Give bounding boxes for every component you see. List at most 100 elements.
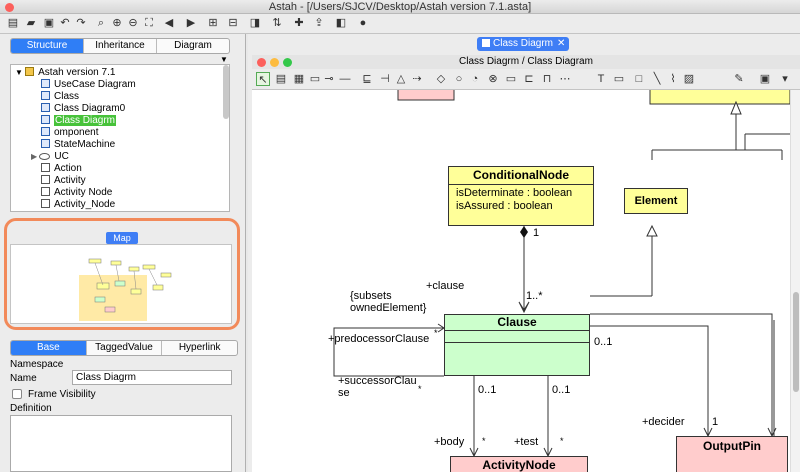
zoom-fit-icon[interactable]: ⌕ (97, 17, 105, 29)
tree-item[interactable]: Class (41, 91, 79, 103)
actor-tool-icon[interactable]: ◔ (471, 73, 479, 85)
image-tool-icon[interactable]: ▨ (683, 73, 695, 85)
tree-item[interactable]: Class Diagram0 (41, 103, 125, 115)
map-title[interactable]: Map (106, 232, 138, 244)
forward-icon[interactable]: ▶ (186, 17, 196, 29)
model-tree: ▼ Astah version 7.1 UseCase Diagram Clas… (10, 64, 230, 212)
zoom-out-icon[interactable]: ⊖ (128, 17, 138, 29)
share-icon[interactable]: ⇪ (314, 17, 324, 29)
scrollbar-thumb[interactable] (793, 292, 799, 392)
pin-icon[interactable]: ✎ (734, 73, 744, 85)
redo-icon[interactable]: ↷ (76, 17, 86, 29)
fit-window-icon[interactable]: ⛶ (145, 17, 153, 29)
map-viewport[interactable] (79, 275, 147, 321)
frame-tool-icon[interactable]: ⊏ (524, 73, 534, 85)
tab-base[interactable]: Base (11, 341, 87, 355)
constraint-label: {subsets (350, 290, 392, 302)
tree-menu-arrow-icon[interactable]: ▼ (220, 55, 228, 64)
tree-item[interactable]: UseCase Diagram (41, 79, 136, 91)
close-icon[interactable] (257, 58, 266, 67)
zoom-in-icon[interactable]: ⊕ (112, 17, 122, 29)
interface-tool-icon[interactable]: ▦ (293, 73, 305, 85)
tab-hyperlink[interactable]: Hyperlink (178, 342, 221, 353)
text-tool-icon[interactable]: T (597, 73, 605, 85)
aggregation-tool-icon[interactable]: ⊑ (362, 73, 372, 85)
multiplicity-label: * (560, 436, 564, 446)
class-icon (41, 199, 50, 208)
rect-tool-icon[interactable]: □ (635, 73, 643, 85)
save-icon[interactable]: ▣ (43, 17, 55, 29)
tab-diagram[interactable]: Diagram (174, 40, 212, 51)
group-tool-icon[interactable]: ⊓ (542, 73, 552, 85)
close-tab-icon[interactable]: ✕ (557, 38, 566, 49)
back-icon[interactable]: ◀ (164, 17, 174, 29)
diagram-icon (41, 91, 50, 100)
tab-inheritance[interactable]: Inheritance (84, 39, 157, 53)
tree-item[interactable]: Action (41, 163, 82, 175)
maximize-icon[interactable] (283, 58, 292, 67)
palette-icon[interactable]: ◨ (249, 17, 261, 29)
tree-item[interactable]: Activity_Node (41, 199, 115, 211)
diagram-canvas[interactable]: ConditionalNode isDeterminate : boolean … (252, 90, 790, 472)
grid-toggle-icon[interactable]: ▣ (759, 73, 771, 85)
tree-item[interactable]: Activity (41, 175, 86, 187)
polyline-tool-icon[interactable]: ⌇ (670, 73, 676, 85)
plugin-icon[interactable]: ◧ (335, 17, 347, 29)
tab-structure[interactable]: Structure (11, 39, 84, 53)
package-tool-icon[interactable]: ▭ (309, 73, 321, 85)
window-title: Astah - [/Users/SJCV/Desktop/Astah versi… (268, 1, 532, 13)
multiplicity-label: 1 (533, 227, 540, 239)
layout-icon[interactable]: ⊞ (208, 17, 218, 29)
association-tool-icon[interactable]: — (339, 73, 351, 85)
canvas-scrollbar[interactable] (790, 90, 800, 472)
new-file-icon[interactable]: ▤ (7, 17, 19, 29)
close-window-icon[interactable] (5, 3, 14, 12)
note-icon[interactable]: ▭ (613, 73, 625, 85)
shape-tool-icon[interactable]: ▭ (505, 73, 517, 85)
sort-icon[interactable]: ⇅ (272, 17, 282, 29)
tree-item-selected[interactable]: Class Diagrm (41, 115, 117, 127)
minimize-icon[interactable] (270, 58, 279, 67)
menu-icon[interactable]: ▾ (782, 73, 788, 85)
main-toolbar: ▤ ▰ ▣ ↶ ↷ ⌕ ⊕ ⊖ ⛶ ◀ ▶ ⊞ ⊟ ◨ ⇅ ✚ ⇪ ◧ ● (0, 14, 800, 34)
output-pin-class[interactable]: OutputPin (676, 436, 788, 472)
usecase-tool-icon[interactable]: ○ (455, 73, 463, 85)
puzzle-icon[interactable]: ✚ (294, 17, 304, 29)
line-tool-icon[interactable]: ╲ (653, 73, 661, 85)
tab-taggedvalue[interactable]: TaggedValue (87, 341, 163, 355)
diagram-icon (41, 115, 50, 124)
structure-tabs: Structure Inheritance Diagram (10, 38, 230, 54)
composition-tool-icon[interactable]: ⊣ (380, 73, 390, 85)
pin-tool-icon[interactable]: ⊸ (324, 73, 334, 85)
tree-scrollbar[interactable] (223, 65, 229, 119)
multiplicity-label: 1..* (526, 290, 543, 302)
tree-item-project[interactable]: ▼ Astah version 7.1 (15, 67, 116, 78)
open-folder-icon[interactable]: ▰ (26, 17, 36, 29)
realization-tool-icon[interactable]: ◇ (436, 73, 446, 85)
activity-node-class[interactable]: ActivityNode (450, 456, 588, 472)
map-view[interactable] (10, 244, 232, 324)
link-tool-icon[interactable]: ⋯ (559, 73, 571, 85)
folder-icon (25, 67, 35, 76)
tree-item[interactable]: StateMachine (41, 139, 115, 151)
tree-item[interactable]: omponent (41, 127, 98, 139)
diagram-tab[interactable]: Class Diagrm✕ (477, 37, 569, 51)
help-icon[interactable]: ● (359, 17, 367, 29)
dependency-tool-icon[interactable]: ⇢ (412, 73, 422, 85)
tree-item[interactable]: Activity Node (41, 187, 112, 199)
select-tool-icon[interactable]: ↖ (256, 72, 270, 86)
generalization-tool-icon[interactable]: △ (396, 73, 406, 85)
conditional-node-class[interactable]: ConditionalNode isDeterminate : boolean … (448, 166, 594, 226)
element-class[interactable]: Element (624, 188, 688, 214)
frame-visibility-checkbox[interactable] (12, 389, 22, 399)
tree-item[interactable]: ▶ UC (31, 151, 69, 162)
align-icon[interactable]: ⊟ (228, 17, 238, 29)
canvas-titlebar: Class Diagrm / Class Diagram (252, 55, 800, 69)
undo-icon[interactable]: ↶ (60, 17, 70, 29)
class-tool-icon[interactable]: ▤ (275, 73, 287, 85)
definition-textarea[interactable] (10, 415, 232, 472)
clause-class[interactable]: Clause (444, 314, 590, 376)
multiplicity-label: * (434, 328, 438, 338)
name-field[interactable]: Class Diagrm (72, 370, 232, 385)
note-tool-icon[interactable]: ⊗ (488, 73, 498, 85)
